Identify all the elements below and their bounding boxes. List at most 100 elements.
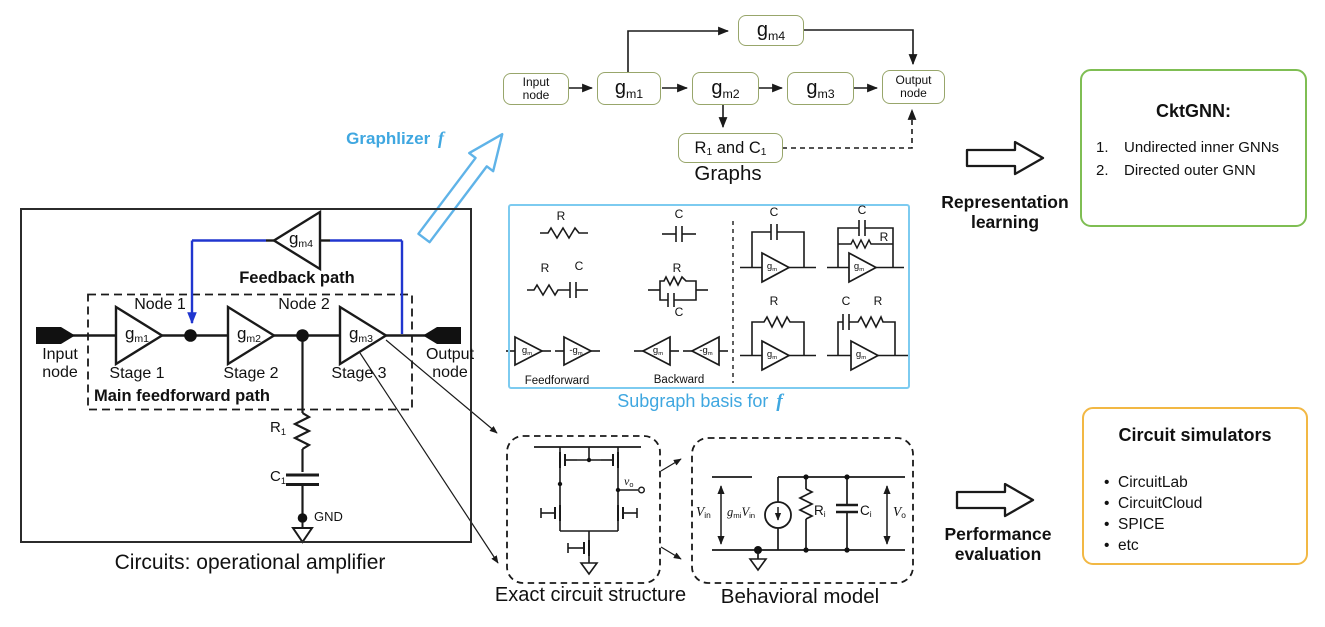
cell4-gm-base: g xyxy=(855,349,862,360)
representation-arrow xyxy=(965,140,1045,176)
subgraph-cp-label: C xyxy=(674,305,684,319)
simulators-list: •CircuitLab •CircuitCloud •SPICE •etc xyxy=(1084,472,1306,556)
ri-resistor xyxy=(798,477,814,550)
feedback-path-label: Feedback path xyxy=(239,269,355,287)
cktgnn-item-2-num: 2. xyxy=(1096,162,1109,179)
subgraph-c1-label: C xyxy=(674,207,684,221)
gmi-base: g xyxy=(727,505,734,519)
graph-gm1-sub: m1 xyxy=(625,86,644,101)
behavioral-caption: Behavioral model xyxy=(720,585,880,608)
subgraph-symbols xyxy=(506,220,908,383)
cell1-gm-sub: m xyxy=(772,266,778,273)
subgraph-r2-label: R xyxy=(540,261,550,275)
input-node-line2: node xyxy=(42,363,78,381)
pointer-to-exact-2 xyxy=(359,352,499,564)
gmivin-label: gmiVin xyxy=(727,505,755,520)
vin-sub: in xyxy=(704,510,711,521)
exact-to-behavioral-arrows xyxy=(660,458,682,560)
subgraph-caption-f: f xyxy=(776,391,783,412)
graph-rc-mid: and C xyxy=(712,138,761,157)
gmiv-sub: in xyxy=(749,511,756,521)
graph-gm2-sub: m2 xyxy=(722,86,740,101)
vin-label: Vin xyxy=(696,504,711,520)
graph-node-rc: R1 and C1 xyxy=(678,133,783,163)
gm-ff2-base: -g xyxy=(569,345,578,356)
cell2-c-label: C xyxy=(857,203,867,217)
subgraph-rp-label: R xyxy=(672,261,682,275)
simulators-panel: Circuit simulators •CircuitLab •CircuitC… xyxy=(1082,407,1308,565)
cell2-gm-base: g xyxy=(853,261,860,272)
subgraph-caption-text: Subgraph basis for xyxy=(617,391,769,411)
opamp-caption: Circuits: operational amplifier xyxy=(114,551,386,574)
gm1-amplifier xyxy=(114,304,165,367)
vo-base: V xyxy=(893,504,902,519)
graph-gm3-sub: m3 xyxy=(817,86,835,101)
gm-ff1-label: gm xyxy=(516,346,538,358)
graph-node-output: Output node xyxy=(882,70,945,104)
cell2-r-label: R xyxy=(879,230,889,244)
cktgnn-item-1-text: Undirected inner GNNs xyxy=(1124,139,1280,156)
vo-label: Vo xyxy=(893,504,906,520)
edge-gm1-gm4 xyxy=(627,26,730,72)
representation-learning-label: Representation learning xyxy=(941,192,1069,232)
gnd-dot xyxy=(297,513,308,523)
exact-circuit xyxy=(506,435,661,584)
output-node-line2: node xyxy=(432,363,468,381)
gm-bw2-label: -gm xyxy=(694,346,718,358)
gm4-sub: m4 xyxy=(298,237,314,250)
pmos-right xyxy=(601,447,619,484)
main-feedforward-dashed-box xyxy=(87,293,413,411)
simulator-item-1-text: CircuitLab xyxy=(1118,474,1188,491)
ci-sub: i xyxy=(869,509,872,520)
graph-rc-r-sub: 1 xyxy=(706,147,713,159)
simulator-item-2-text: CircuitCloud xyxy=(1118,495,1203,512)
output-terminal xyxy=(423,327,461,344)
ci-base: C xyxy=(860,503,870,518)
simulator-item-4-text: etc xyxy=(1118,537,1139,554)
rc-parallel-symbol xyxy=(648,275,708,307)
bullet-icon: • xyxy=(1104,474,1110,491)
opamp-circuit xyxy=(36,209,499,564)
simulator-item-3-text: SPICE xyxy=(1118,516,1165,533)
ci-label: Ci xyxy=(860,503,872,520)
vin-base: V xyxy=(696,504,705,519)
gm2-base: g xyxy=(236,324,247,343)
behavioral-dashed-box xyxy=(691,437,914,584)
cktgnn-list: 1. Undirected inner GNNs 2. Directed out… xyxy=(1082,139,1305,180)
graph-gm1-base: g xyxy=(614,77,626,100)
exact-vo-label: vo xyxy=(624,474,633,489)
gm3-amplifier xyxy=(338,304,389,367)
graph-input-line2: node xyxy=(522,88,550,102)
graph-rc-text: R1 and C1 xyxy=(694,138,767,159)
output-node-line1: Output xyxy=(425,346,475,363)
cktgnn-item-2: 2. Directed outer GNN xyxy=(1082,162,1305,180)
subgraph-c2-label: C xyxy=(574,259,584,273)
cell1-gm-label: gm xyxy=(761,262,783,274)
cktgnn-item-1-num: 1. xyxy=(1096,139,1109,156)
graph-node-gm3: gm3 xyxy=(787,72,854,105)
cell4-c-label: C xyxy=(841,294,851,308)
graph-gm3-base: g xyxy=(806,77,818,100)
c1-base: C xyxy=(270,468,281,485)
bullet-icon: • xyxy=(1104,516,1110,533)
vo-terminal xyxy=(638,486,646,494)
gm3-base: g xyxy=(348,324,359,343)
graph-node-gm4: gm4 xyxy=(738,15,804,46)
cell-gm-r-feedback xyxy=(740,315,816,372)
simulator-item-1: • CircuitLab xyxy=(1084,472,1306,493)
graphs-caption: Graphs xyxy=(694,162,762,185)
node1-label: Node 1 xyxy=(134,296,186,313)
stage1-label: Stage 1 xyxy=(109,365,165,382)
main-feedforward-label: Main feedforward path xyxy=(94,387,271,405)
graph-rc-r: R xyxy=(694,138,707,157)
r-symbol xyxy=(540,226,588,240)
graph-gm2-base: g xyxy=(711,77,723,100)
feedforward-label: Feedforward xyxy=(524,375,590,387)
ri-base: R xyxy=(814,503,824,518)
performance-arrow xyxy=(955,482,1035,518)
rc-series-symbol xyxy=(527,282,588,298)
